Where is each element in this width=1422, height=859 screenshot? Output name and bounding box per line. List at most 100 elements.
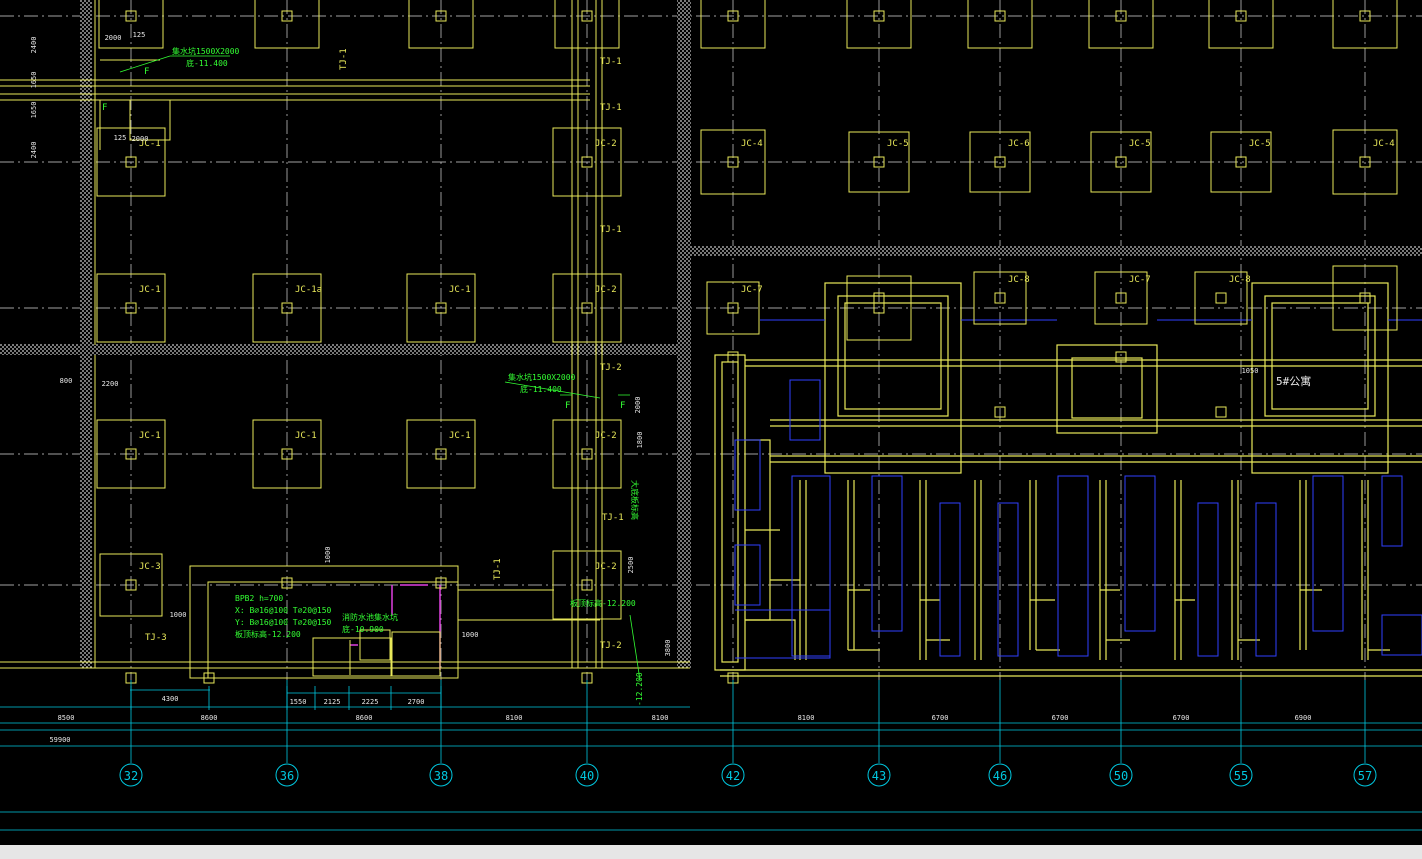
beam-label: TJ-1 xyxy=(339,48,349,70)
elev-note-1[interactable]: -12.200 xyxy=(635,672,644,706)
footing-label: JC-5 xyxy=(887,139,909,149)
footing-unlabeled[interactable] xyxy=(254,0,320,49)
local-dimension: 2400 xyxy=(30,142,38,159)
building-plan-5 xyxy=(714,282,1422,677)
sump-2-label[interactable]: 集水坑1500X2000 xyxy=(508,372,576,382)
footing-jc-2[interactable]: JC-2 xyxy=(552,550,622,620)
axis-bubble-42[interactable]: 42 xyxy=(721,680,745,787)
pit-label[interactable]: 消防水池集水坑 xyxy=(342,612,398,622)
axis-bubble-46[interactable]: 46 xyxy=(988,680,1012,787)
footing-unlabeled[interactable] xyxy=(700,0,766,49)
section-f3: F xyxy=(565,401,570,411)
local-dimension: 1650 xyxy=(30,72,38,89)
footing-jc-8[interactable]: JC-8 xyxy=(973,271,1030,325)
column-marker xyxy=(727,351,739,363)
footing-jc-2[interactable]: JC-2 xyxy=(552,419,622,489)
section-f2: F xyxy=(102,103,107,113)
local-dimension: 1550 xyxy=(290,698,307,706)
footing-jc-4[interactable]: JC-4 xyxy=(1332,129,1398,195)
bay-dimension: 8100 xyxy=(506,714,523,722)
footing-jc-1[interactable]: JC-1 xyxy=(96,273,166,343)
building-label: 5#公寓 xyxy=(1276,374,1311,388)
local-dimension: 2500 xyxy=(627,557,635,574)
footing-unlabeled[interactable] xyxy=(408,0,474,49)
footing-jc-5[interactable]: JC-5 xyxy=(848,131,910,193)
svg-text:46: 46 xyxy=(993,769,1007,783)
bay-dimension: 8600 xyxy=(201,714,218,722)
footing-label: JC-4 xyxy=(741,139,763,149)
axis-bubble-43[interactable]: 43 xyxy=(867,680,891,787)
footing-unlabeled[interactable] xyxy=(967,0,1033,49)
local-dimension: 1050 xyxy=(1242,367,1259,375)
axis-bubble-38[interactable]: 38 xyxy=(429,680,453,787)
footing-label: JC-8 xyxy=(1229,275,1251,285)
column-marker xyxy=(994,406,1006,418)
beam-label: TJ-1 xyxy=(493,558,503,580)
footing-jc-2[interactable]: JC-2 xyxy=(552,273,622,343)
footing-jc-1[interactable]: JC-1 xyxy=(96,419,166,489)
footing-unlabeled[interactable] xyxy=(1208,0,1274,49)
column-marker xyxy=(203,672,215,684)
footing-label: JC-1 xyxy=(295,431,317,441)
footing-jc-1[interactable]: JC-1 xyxy=(252,419,322,489)
footing-jc-7[interactable]: JC-7 xyxy=(706,281,763,335)
footing-label: JC-1 xyxy=(139,285,161,295)
footing-label: JC-5 xyxy=(1249,139,1271,149)
svg-text:55: 55 xyxy=(1234,769,1248,783)
footing-jc-1[interactable]: JC-1 xyxy=(406,419,476,489)
footing-unlabeled[interactable] xyxy=(1332,0,1398,49)
bay-dimension: 6700 xyxy=(1052,714,1069,722)
strip-beams xyxy=(0,0,690,679)
slab-x-reinf[interactable]: X: B⌀16@100 T⌀20@150 xyxy=(235,606,332,615)
sump-1-label[interactable]: 集水坑1500X2000 xyxy=(172,46,240,56)
footing-unlabeled[interactable] xyxy=(554,0,620,49)
total-dimension: 59900 xyxy=(49,736,70,744)
vertical-note[interactable]: 大底板标高 xyxy=(630,480,640,520)
bay-dimension: 8100 xyxy=(798,714,815,722)
sump-1-elev[interactable]: 底-11.400 xyxy=(186,58,228,68)
column-marker xyxy=(1215,406,1227,418)
status-strip xyxy=(0,845,1422,859)
beam-label: TJ-1 xyxy=(600,225,622,235)
local-dimension: 1000 xyxy=(462,631,479,639)
footing-jc-6[interactable]: JC-6 xyxy=(969,131,1031,193)
axis-bubble-40[interactable]: 40 xyxy=(575,680,599,787)
footing-jc-8[interactable]: JC-8 xyxy=(1194,271,1251,325)
axis-bubble-55[interactable]: 55 xyxy=(1229,680,1253,787)
pit-elev[interactable]: 底-10.900 xyxy=(342,624,384,634)
footing-jc-2[interactable]: JC-2 xyxy=(552,127,622,197)
sump-2-elev[interactable]: 底-11.400 xyxy=(520,384,562,394)
footing-jc-5[interactable]: JC-5 xyxy=(1210,131,1272,193)
section-f4: F xyxy=(620,401,625,411)
footing-unlabeled[interactable] xyxy=(846,0,912,49)
local-dimension: 3800 xyxy=(664,640,672,657)
footing-label: JC-2 xyxy=(595,285,617,295)
footing-unlabeled[interactable] xyxy=(1088,0,1154,49)
local-dimension: 4300 xyxy=(162,695,179,703)
footing-jc-5[interactable]: JC-5 xyxy=(1090,131,1152,193)
footing-unlabeled[interactable] xyxy=(98,0,164,49)
footing-jc-4[interactable]: JC-4 xyxy=(700,129,766,195)
slab-elev[interactable]: 板顶标高-12.200 xyxy=(235,629,301,639)
footing-jc-1[interactable]: JC-1 xyxy=(96,127,166,197)
dimension-baselines xyxy=(0,722,1422,831)
column-marker xyxy=(873,292,885,304)
slab-y-reinf[interactable]: Y: B⌀16@100 T⌀20@150 xyxy=(235,618,332,627)
footing-jc-3[interactable]: JC-3 xyxy=(99,553,163,617)
beam-label: TJ-1 xyxy=(600,103,622,113)
footing-jc-1[interactable]: JC-1 xyxy=(406,273,476,343)
axis-bubble-50[interactable]: 50 xyxy=(1109,680,1133,787)
svg-text:42: 42 xyxy=(726,769,740,783)
grid-lines xyxy=(0,0,1422,680)
footing-label: JC-8 xyxy=(1008,275,1030,285)
elev-note-2[interactable]: 板顶标高-12.200 xyxy=(570,598,636,608)
footing-jc-1a[interactable]: JC-1a xyxy=(252,273,322,343)
footing-label: JC-7 xyxy=(741,285,763,295)
local-dimension: 2000 xyxy=(105,34,122,42)
axis-bubble-57[interactable]: 57 xyxy=(1353,680,1377,787)
footing-jc-7[interactable]: JC-7 xyxy=(1094,271,1151,325)
slab-title[interactable]: BPB2 h=700 xyxy=(235,594,283,603)
